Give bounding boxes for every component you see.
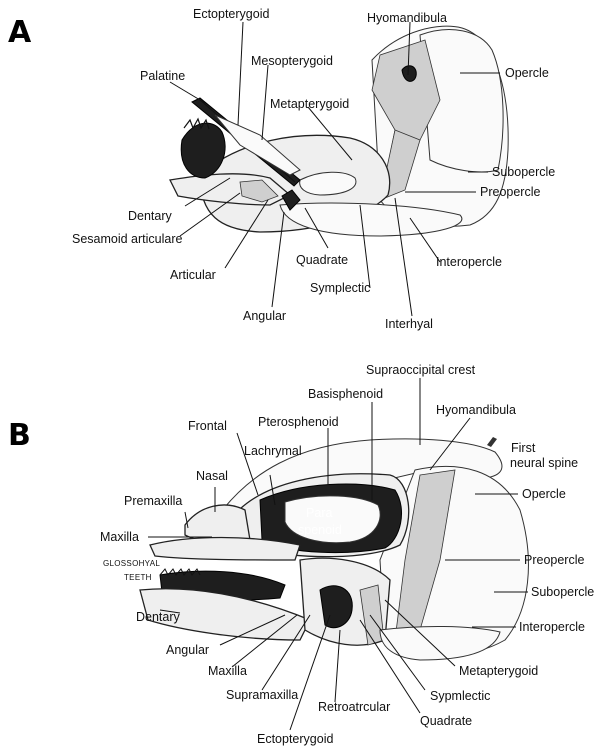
label-b-frontal: Frontal bbox=[188, 419, 227, 433]
label-a-dentary: Dentary bbox=[128, 209, 173, 223]
panel-a-drawing bbox=[170, 26, 508, 236]
label-b-basisphenoid: Basisphenoid bbox=[308, 387, 383, 401]
label-b-para: Para bbox=[306, 506, 332, 520]
label-b-spenoid: spenoid bbox=[298, 523, 342, 537]
label-b-sypmlectic: Sypmlectic bbox=[430, 689, 490, 703]
label-a-mesopterygoid: Mesopterygoid bbox=[251, 54, 333, 68]
label-b-subopercle: Subopercle bbox=[531, 585, 594, 599]
label-a-opercle: Opercle bbox=[505, 66, 549, 80]
panel-b-letter: B bbox=[8, 418, 31, 453]
label-a-metapterygoid: Metapterygoid bbox=[270, 97, 349, 111]
label-a-symplectic: Symplectic bbox=[310, 281, 370, 295]
label-a-interhyal: Interhyal bbox=[385, 317, 433, 331]
panel-a-letter: A bbox=[8, 15, 32, 50]
label-a-sesamoid-articulare: Sesamoid articulare bbox=[72, 232, 183, 246]
label-b-glossohyal: GLOSSOHYAL bbox=[103, 559, 160, 568]
label-b-ectopterygoid: Ectopterygoid bbox=[257, 732, 333, 746]
label-b-maxilla-bottom: Maxilla bbox=[208, 664, 247, 678]
label-a-quadrate: Quadrate bbox=[296, 253, 348, 267]
label-b-angular: Angular bbox=[166, 643, 209, 657]
label-a-ectopterygoid: Ectopterygoid bbox=[193, 7, 269, 21]
label-a-interopercle: Interopercle bbox=[436, 255, 502, 269]
label-b-nasal: Nasal bbox=[196, 469, 228, 483]
label-a-articular: Articular bbox=[170, 268, 216, 282]
label-b-supramaxilla: Supramaxilla bbox=[226, 688, 298, 702]
label-a-subopercle: Subopercle bbox=[492, 165, 555, 179]
label-b-hyomandibula: Hyomandibula bbox=[436, 403, 516, 417]
label-b-preopercle: Preopercle bbox=[524, 553, 584, 567]
label-a-angular: Angular bbox=[243, 309, 286, 323]
label-b-opercle: Opercle bbox=[522, 487, 566, 501]
label-b-premaxilla: Premaxilla bbox=[124, 494, 182, 508]
label-b-neural-spine: neural spine bbox=[510, 456, 578, 470]
label-b-quadrate: Quadrate bbox=[420, 714, 472, 728]
label-a-preopercle: Preopercle bbox=[480, 185, 540, 199]
label-b-retroatrcular: Retroatrcular bbox=[318, 700, 390, 714]
label-b-dentary: Dentary bbox=[136, 610, 181, 624]
label-b-lachrymal: Lachrymal bbox=[244, 444, 302, 458]
label-b-pterosphenoid: Pterosphenoid bbox=[258, 415, 339, 429]
panel-b: B bbox=[8, 363, 594, 746]
label-b-supraoccipital-crest: Supraoccipital crest bbox=[366, 363, 476, 377]
label-b-maxilla-top: Maxilla bbox=[100, 530, 139, 544]
label-b-first: First bbox=[511, 441, 536, 455]
label-b-interopercle: Interopercle bbox=[519, 620, 585, 634]
label-b-metapterygoid: Metapterygoid bbox=[459, 664, 538, 678]
label-b-teeth: TEETH bbox=[124, 573, 152, 582]
label-a-palatine: Palatine bbox=[140, 69, 185, 83]
panel-a: A bbox=[8, 7, 555, 331]
label-a-hyomandibula: Hyomandibula bbox=[367, 11, 447, 25]
